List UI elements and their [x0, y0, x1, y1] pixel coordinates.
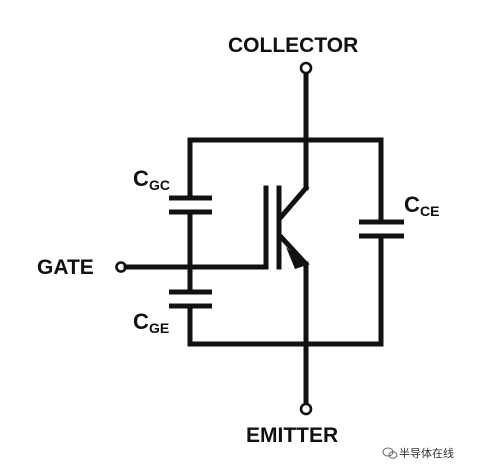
igbt-transistor-icon: [263, 137, 310, 347]
gate-node: [115, 261, 269, 273]
emitter-label: EMITTER: [246, 424, 338, 447]
collector-label: COLLECTOR: [228, 34, 358, 57]
cge-label: C GE: [133, 309, 169, 336]
collector-node: [299, 61, 313, 143]
watermark-text: 半导体在线: [399, 446, 454, 460]
emitter-node: [299, 341, 313, 416]
collector-terminal-icon: [299, 61, 313, 75]
frame-wiring: [187, 137, 384, 347]
cce-subscript: CE: [420, 203, 439, 219]
capacitor-cge-symbol: [169, 289, 212, 309]
cgc-subscript: GC: [149, 177, 170, 193]
watermark: 半导体在线: [382, 446, 454, 460]
capacitor-cce-symbol: [359, 219, 404, 239]
emitter-arrow-icon: [286, 247, 307, 269]
emitter-diagonal: [277, 233, 310, 268]
wechat-icon: [382, 447, 398, 459]
emitter-terminal-icon: [299, 402, 313, 416]
cce-symbol: C: [404, 192, 420, 217]
cgc-label: C GC: [133, 166, 170, 193]
cge-symbol: C: [133, 309, 149, 334]
cge-subscript: GE: [149, 320, 169, 336]
cgc-symbol: C: [133, 166, 149, 191]
gate-label: GATE: [37, 256, 94, 279]
capacitor-cgc-symbol: [169, 195, 212, 215]
collector-diagonal: [277, 184, 310, 221]
cce-label: C CE: [404, 192, 439, 219]
